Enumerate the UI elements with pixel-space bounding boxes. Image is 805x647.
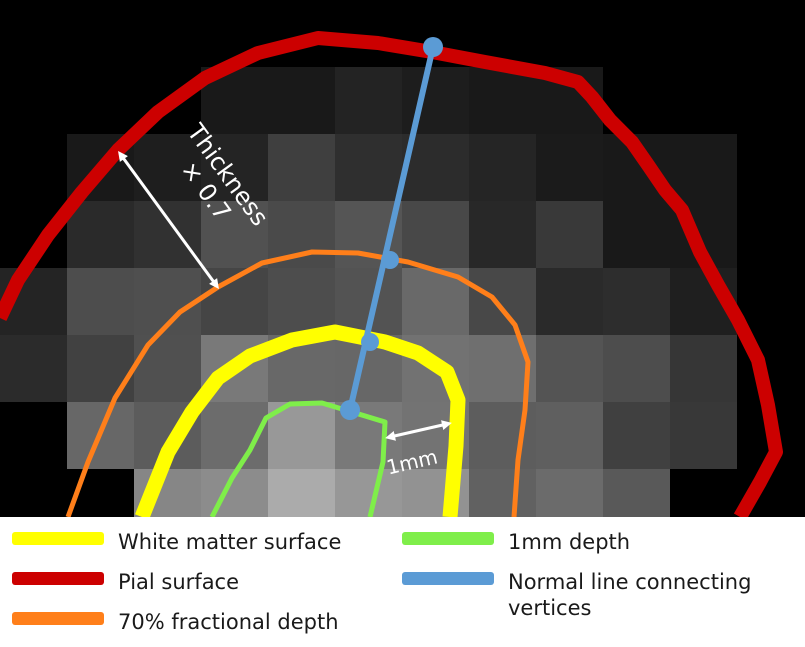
voxel xyxy=(536,469,603,517)
voxel xyxy=(603,402,670,469)
legend-label-normal-line: Normal line connecting vertices xyxy=(508,570,752,620)
voxel xyxy=(134,335,201,402)
legend-swatch-normal-line xyxy=(402,572,494,585)
legend-item-white-matter: White matter surface xyxy=(12,529,341,555)
voxel xyxy=(402,67,469,134)
legend: White matter surface Pial surface 70% fr… xyxy=(0,517,805,647)
normal-vertex-white xyxy=(361,333,379,351)
voxel xyxy=(603,335,670,402)
legend-item-pial: Pial surface xyxy=(12,569,239,595)
voxel xyxy=(536,402,603,469)
legend-swatch-white-matter xyxy=(12,532,104,545)
voxel xyxy=(670,402,737,469)
pial-surface-contour xyxy=(0,31,783,517)
normal-vertex-depth xyxy=(340,400,360,420)
mm-distance-arrow xyxy=(385,420,452,441)
voxel xyxy=(67,335,134,402)
mm-depth-contour xyxy=(209,400,388,517)
voxel xyxy=(536,268,603,335)
normal-vertex-fractional xyxy=(381,251,399,269)
voxel xyxy=(134,201,201,268)
voxel xyxy=(469,67,536,134)
voxel xyxy=(402,201,469,268)
legend-item-fractional: 70% fractional depth xyxy=(12,609,339,635)
normal-vertex-pial xyxy=(423,37,443,57)
normal-line xyxy=(347,44,436,413)
legend-swatch-mm-depth xyxy=(402,532,494,545)
legend-label-pial: Pial surface xyxy=(118,570,240,594)
voxel xyxy=(603,268,670,335)
voxel xyxy=(469,469,536,517)
voxel xyxy=(67,201,134,268)
voxel xyxy=(335,469,402,517)
voxel xyxy=(268,134,335,201)
voxel xyxy=(335,67,402,134)
legend-item-normal-line: Normal line connecting vertices xyxy=(402,569,751,621)
voxel xyxy=(536,335,603,402)
voxel xyxy=(335,134,402,201)
voxel xyxy=(670,134,737,201)
legend-label-white-matter: White matter surface xyxy=(118,530,342,554)
voxel xyxy=(469,268,536,335)
voxel xyxy=(469,201,536,268)
voxel xyxy=(670,335,737,402)
legend-label-fractional: 70% fractional depth xyxy=(118,610,339,634)
voxel xyxy=(536,134,603,201)
voxel xyxy=(536,201,603,268)
voxel xyxy=(603,469,670,517)
voxel xyxy=(67,268,134,335)
voxel xyxy=(0,335,67,402)
voxel xyxy=(268,469,335,517)
fractional-depth-contour xyxy=(65,249,531,517)
voxel xyxy=(268,268,335,335)
legend-item-mm-depth: 1mm depth xyxy=(402,529,630,555)
cortical-depth-figure: Thickness × 0.7 1mm xyxy=(0,0,805,517)
legend-swatch-fractional xyxy=(12,612,104,625)
thickness-arrow xyxy=(118,150,219,290)
voxel xyxy=(603,201,670,268)
legend-label-mm-depth: 1mm depth xyxy=(508,530,631,554)
voxel xyxy=(469,134,536,201)
white-matter-surface-contour xyxy=(135,324,466,517)
voxel xyxy=(268,67,335,134)
legend-swatch-pial xyxy=(12,572,104,585)
